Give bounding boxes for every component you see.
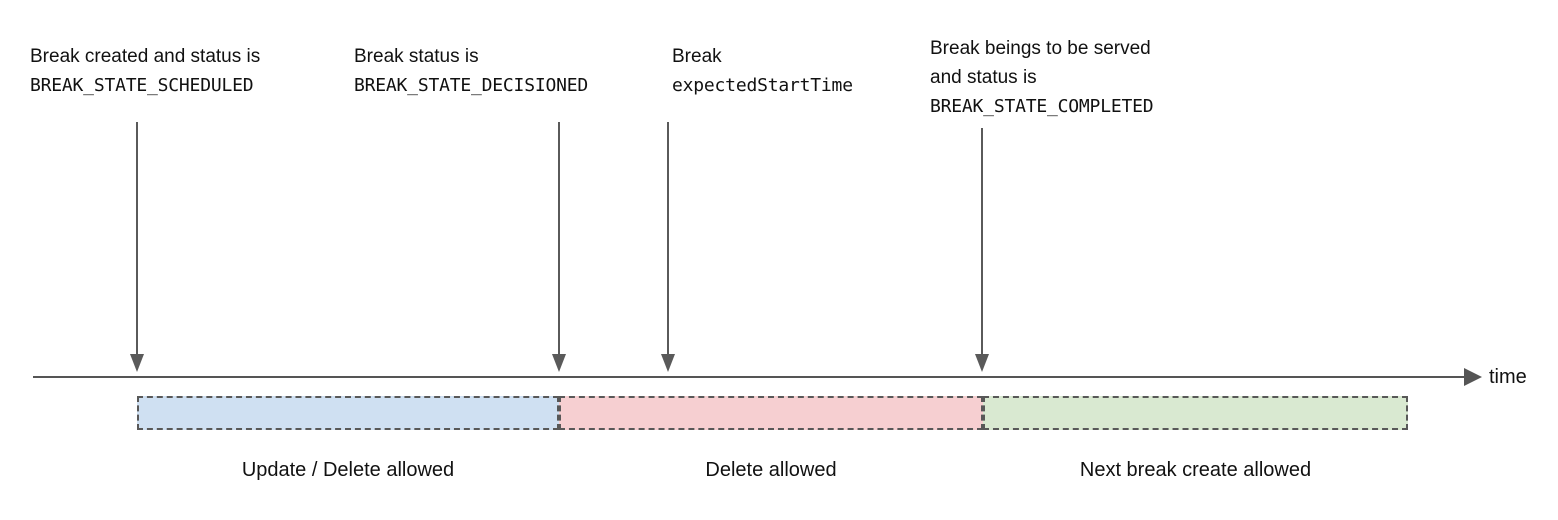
- phase-bar-update-delete-allowed: [137, 396, 559, 430]
- arrow-shaft: [558, 122, 560, 355]
- arrow-head: [552, 354, 566, 372]
- phase-bar-next-break-create-allowed: [983, 396, 1408, 430]
- arrow-shaft: [981, 128, 983, 355]
- annotation-line: Break: [672, 46, 722, 67]
- annotation-line-code: BREAK_STATE_COMPLETED: [930, 96, 1154, 117]
- arrow-shaft: [667, 122, 669, 355]
- phase-caption-3: Next break create allowed: [1079, 459, 1312, 481]
- annotation-break-created: Break created and status is BREAK_STATE_…: [30, 42, 260, 100]
- annotation-break-expected-start-time: Break expectedStartTime: [672, 42, 853, 100]
- down-arrow-icon-3: [661, 122, 675, 372]
- annotation-break-completed: Break beings to be served and status is …: [930, 34, 1154, 121]
- annotation-line-code: expectedStartTime: [672, 75, 853, 96]
- annotation-line: Break created and status is: [30, 46, 261, 67]
- arrow-head: [975, 354, 989, 372]
- arrow-shaft: [136, 122, 138, 355]
- annotation-line: Break status is: [354, 46, 479, 67]
- time-axis-label: time: [1489, 366, 1527, 388]
- down-arrow-icon-4: [975, 128, 989, 372]
- annotation-line: and status is: [930, 67, 1037, 88]
- right-arrow-icon: [1464, 368, 1482, 386]
- annotation-break-decisioned: Break status is BREAK_STATE_DECISIONED: [354, 42, 588, 100]
- annotation-line-code: BREAK_STATE_SCHEDULED: [30, 75, 254, 96]
- annotation-line-code: BREAK_STATE_DECISIONED: [354, 75, 589, 96]
- down-arrow-icon-2: [552, 122, 566, 372]
- arrow-head: [661, 354, 675, 372]
- time-axis-line: [33, 376, 1470, 378]
- phase-bar-delete-allowed: [559, 396, 983, 430]
- down-arrow-icon-1: [130, 122, 144, 372]
- phase-caption-2: Delete allowed: [705, 459, 837, 481]
- annotation-line: Break beings to be served: [930, 38, 1151, 59]
- phase-caption-1: Update / Delete allowed: [241, 459, 455, 481]
- arrow-head: [130, 354, 144, 372]
